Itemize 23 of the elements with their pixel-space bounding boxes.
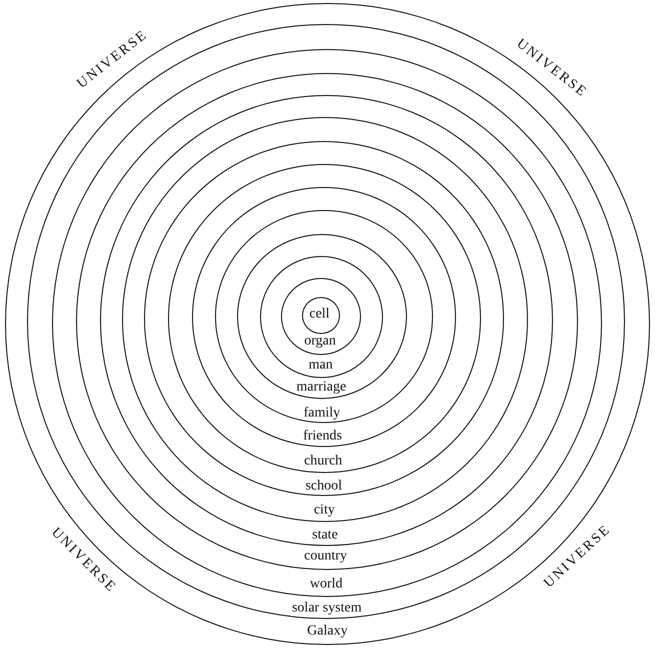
ring: [214, 210, 433, 423]
ring-label: church: [304, 454, 342, 469]
ring-label: man: [308, 357, 333, 372]
ring: [302, 297, 340, 334]
ring-label: solar system: [292, 600, 362, 616]
ring: [236, 234, 407, 399]
ring: [280, 278, 361, 355]
ring: [144, 141, 504, 496]
ring: [192, 187, 456, 448]
ring-label: friends: [303, 428, 342, 444]
ring-label: organ: [304, 334, 336, 349]
ring-label: school: [305, 478, 342, 494]
ring: [260, 256, 384, 378]
ring-label: world: [310, 576, 342, 592]
ring-label: Galaxy: [307, 624, 348, 639]
ring-label: marriage: [296, 380, 346, 395]
ring-label: family: [304, 405, 340, 420]
ring-label: state: [312, 527, 338, 542]
ring-label: cell: [309, 306, 330, 322]
ring-label: country: [304, 548, 347, 564]
ring: [168, 164, 481, 473]
ring: [122, 116, 528, 522]
ring-label: city: [314, 502, 335, 518]
